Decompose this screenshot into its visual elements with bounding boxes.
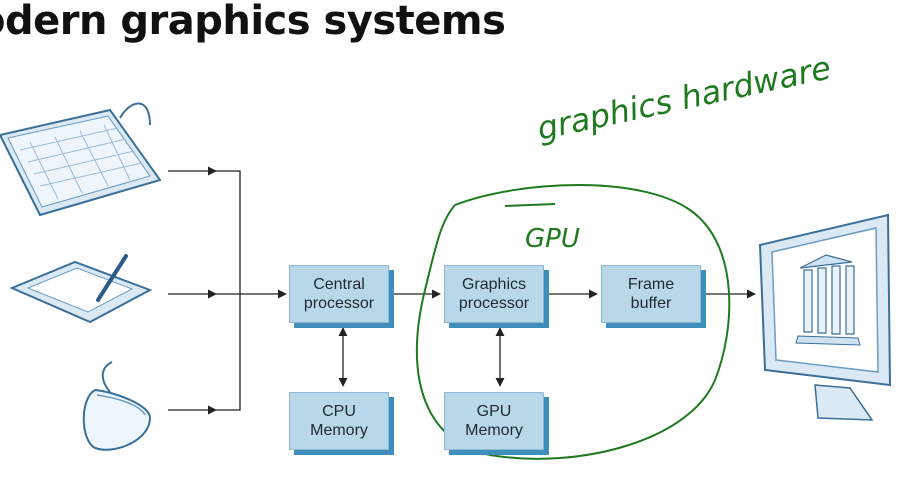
gpu-circle-annotation: [415, 184, 731, 460]
gpu-annotation: GPU: [525, 224, 580, 254]
page-title: odern graphics systems: [0, 0, 506, 44]
graphics-hardware-annotation: graphics hardware: [534, 48, 834, 147]
frame-buffer-line2: buffer: [630, 295, 672, 312]
process-arrows: [338, 289, 756, 387]
monitor-icon: [758, 213, 892, 421]
keyboard-icon: [0, 102, 162, 217]
gpu-memory-box: GPU Memory: [444, 392, 544, 450]
graphics-processor-box: Graphics processor: [444, 265, 544, 323]
central-processor-line2: processor: [303, 295, 375, 312]
gpu-memory-line1: GPU: [476, 403, 512, 420]
cpu-memory-line2: Memory: [310, 422, 368, 439]
input-arrows: [168, 166, 287, 415]
frame-buffer-box: Frame buffer: [601, 265, 701, 323]
gpu-memory-line2: Memory: [465, 422, 523, 439]
central-processor-line1: Central: [313, 276, 365, 293]
graphics-processor-line1: Graphics: [461, 276, 527, 293]
mouse-icon: [82, 361, 152, 451]
cpu-memory-box: CPU Memory: [289, 392, 389, 450]
central-processor-box: Central processor: [289, 265, 389, 323]
graphics-processor-line2: processor: [458, 295, 530, 312]
cpu-memory-line1: CPU: [322, 403, 356, 420]
frame-buffer-line1: Frame: [627, 276, 675, 293]
gpu-annotation-group: GPU: [415, 184, 731, 460]
tablet-stylus-icon: [9, 254, 153, 324]
